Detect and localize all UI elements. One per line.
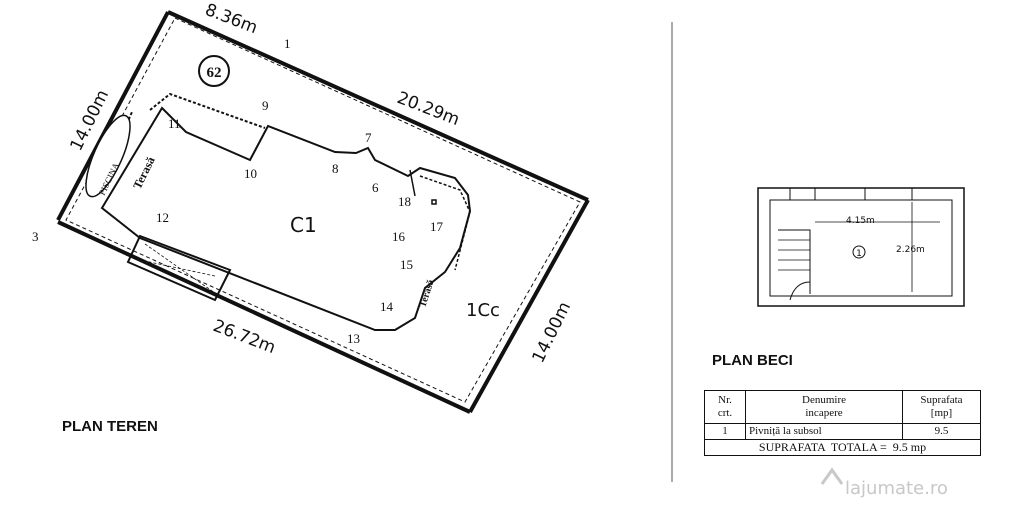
plan-beci-title: PLAN BECI xyxy=(712,352,793,369)
point-16: 16 xyxy=(392,229,406,244)
garage-box xyxy=(126,234,232,302)
point-18: 18 xyxy=(398,194,411,209)
building-label: C1 xyxy=(290,213,317,237)
basement-height-label: 2.26m xyxy=(896,245,925,255)
table-total-row: SUPRAFATA TOTALA = 9.5 mp xyxy=(704,439,981,456)
lot-number: 62 xyxy=(207,65,222,81)
dim-top: 20.29m xyxy=(394,88,462,130)
point-labels: 1 3 6 7 8 9 10 11 12 13 14 15 16 17 18 xyxy=(32,36,444,346)
lot-boundary xyxy=(56,10,590,414)
point-10: 10 xyxy=(244,166,257,181)
watermark-text: lajumate.ro xyxy=(845,478,948,499)
cell-suprafata: 9.5 xyxy=(902,423,981,440)
area-table: Nr. crt. Denumire incapere Suprafata [mp… xyxy=(704,390,981,456)
terrace-right-box xyxy=(409,169,471,271)
table-row: 1 Pivniță la subsol 9.5 xyxy=(704,423,981,440)
table-header-row: Nr. crt. Denumire incapere Suprafata [mp… xyxy=(704,390,981,424)
terrace-right-label: Terasă xyxy=(417,278,436,309)
building-c1-outline xyxy=(97,92,472,331)
dim-bottom: 26.72m xyxy=(210,316,278,358)
point-17: 17 xyxy=(430,219,444,234)
header-nr: Nr. crt. xyxy=(704,390,746,424)
cell-denumire: Pivniță la subsol xyxy=(745,423,903,440)
point-3: 3 xyxy=(32,229,39,244)
header-suprafata: Suprafata [mp] xyxy=(902,390,981,424)
dim-right: 14.00m xyxy=(529,299,576,366)
point-11: 11 xyxy=(168,116,181,131)
yard-label: 1Cc xyxy=(466,300,500,321)
point-14: 14 xyxy=(380,299,394,314)
plan-teren-title: PLAN TEREN xyxy=(62,418,158,435)
point-1: 1 xyxy=(284,36,291,51)
cell-nr: 1 xyxy=(704,423,746,440)
basement-plan xyxy=(757,187,965,307)
point-8: 8 xyxy=(332,161,339,176)
lot-number-badge: 62 xyxy=(198,55,230,87)
watermark-logo xyxy=(820,467,844,485)
basement-width-label: 4.15m xyxy=(846,216,875,226)
point-7: 7 xyxy=(365,130,372,145)
point-13: 13 xyxy=(347,331,360,346)
basement-room-number: 1 xyxy=(856,249,862,259)
point-6: 6 xyxy=(372,180,379,195)
cell-total: SUPRAFATA TOTALA = 9.5 mp xyxy=(704,439,981,456)
terrace-left-label: Terasă xyxy=(130,154,158,191)
point-12: 12 xyxy=(156,210,169,225)
point-9: 9 xyxy=(262,98,269,113)
point-15: 15 xyxy=(400,257,413,272)
header-denumire: Denumire incapere xyxy=(745,390,903,424)
